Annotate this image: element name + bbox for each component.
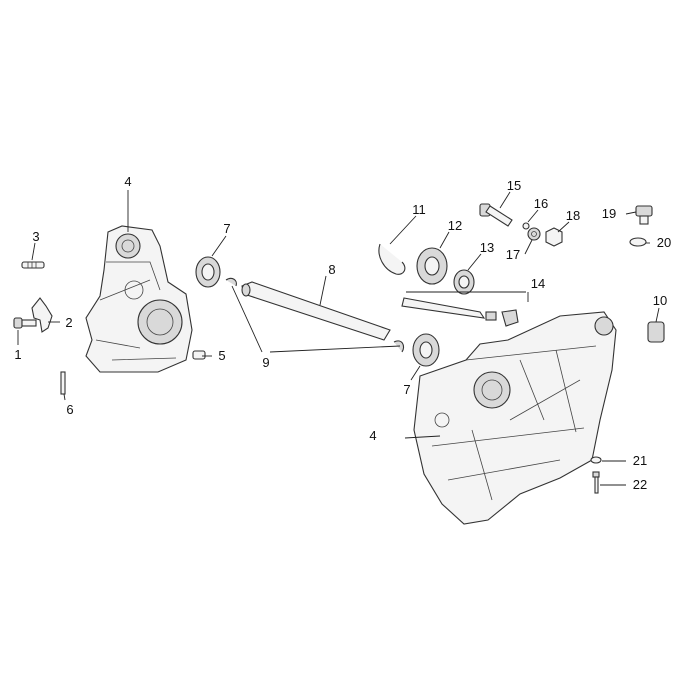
bearing-part-7-lower: [412, 333, 440, 367]
callout-20: 20: [657, 235, 671, 250]
callout-7-lower: 7: [403, 382, 410, 397]
callout-1: 1: [14, 347, 21, 362]
callout-16: 16: [534, 196, 548, 211]
dowel-part-5: [192, 350, 206, 360]
bolt-part-22: [592, 471, 600, 494]
washer-part-21: [590, 456, 602, 464]
left-crankcase-half: [85, 225, 193, 373]
callout-9: 9: [262, 355, 269, 370]
nut-part-18: [545, 227, 563, 247]
pin-part-6: [60, 371, 66, 395]
circlip-part-11: [378, 243, 406, 275]
callout-14: 14: [531, 276, 545, 291]
callout-19: 19: [602, 206, 616, 221]
callout-12: 12: [448, 218, 462, 233]
bushing-part-10: [647, 321, 665, 343]
callout-4-right: 4: [369, 428, 376, 443]
shift-fork-part-2: [31, 297, 53, 333]
circlip-part-9: [225, 277, 405, 353]
callout-10: 10: [653, 293, 667, 308]
right-crankcase-half: [413, 311, 617, 525]
washer-part-20: [629, 237, 647, 247]
callout-6: 6: [66, 402, 73, 417]
callout-21: 21: [633, 453, 647, 468]
callout-8: 8: [328, 262, 335, 277]
shaft-part-8: [241, 281, 391, 341]
callout-11: 11: [412, 202, 426, 217]
leader-lines: [17, 190, 660, 486]
callout-5: 5: [218, 348, 225, 363]
callout-18: 18: [566, 208, 580, 223]
callout-labels: 3 2 1 4 5 6 7 7 8 9 10 11 12 13 14 4 15 …: [14, 174, 671, 492]
callout-7-upper: 7: [223, 221, 230, 236]
bearing-part-12: [416, 247, 448, 285]
bearing-part-7-upper: [195, 256, 221, 288]
sensor-part-19: [635, 205, 653, 225]
hose-part-14: [401, 297, 519, 327]
bolt-part-3: [21, 261, 45, 269]
callout-15: 15: [507, 178, 521, 193]
bolt-part-1: [13, 317, 37, 329]
seal-part-13: [453, 269, 475, 295]
callout-2: 2: [65, 315, 72, 330]
callout-4-left: 4: [124, 174, 131, 189]
callout-22: 22: [633, 477, 647, 492]
callout-17: 17: [506, 247, 520, 262]
bolt-part-15: [479, 203, 513, 227]
callout-3: 3: [32, 229, 39, 244]
callout-13: 13: [480, 240, 494, 255]
washer-part-16: [522, 222, 530, 230]
washer-part-17: [527, 227, 541, 241]
